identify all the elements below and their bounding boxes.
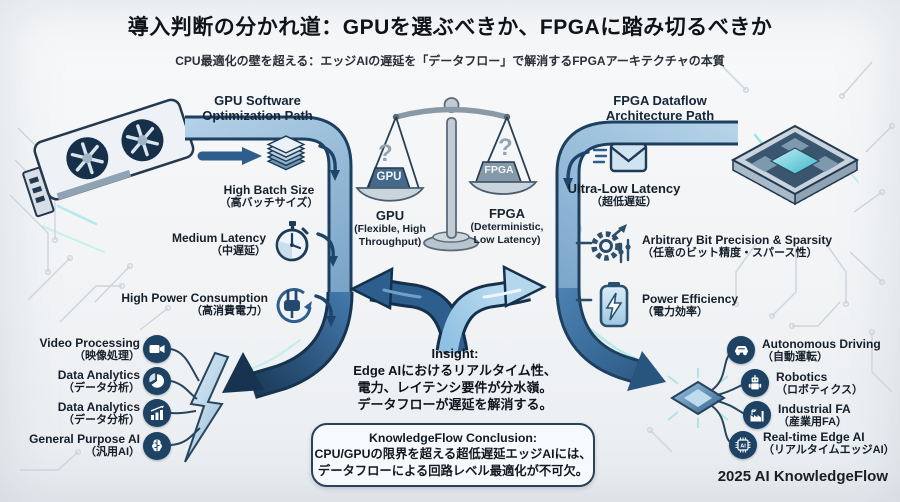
insight-block: Insight: Edge AIにおけるリアルタイム性、 電力、レイテンシ要件が… xyxy=(338,345,572,414)
conclusion-box: KnowledgeFlow Conclusion: CPU/GPUの限界を超える… xyxy=(311,423,595,487)
power-plug-icon xyxy=(270,283,314,327)
medium-latency-step-label: Medium Latency （中遅延） xyxy=(148,231,266,258)
fpga-question-mark: ? xyxy=(498,134,513,161)
gpu-scale-sub2: Throughput) xyxy=(358,235,422,248)
video-processing-en: Video Processing xyxy=(39,336,140,350)
high-power-en: High Power Consumption xyxy=(121,291,268,305)
fpga-scale-sub1: (Deterministic, xyxy=(470,221,544,233)
ai-chip-icon: AI xyxy=(729,431,757,459)
gpu-scale-name: GPU xyxy=(375,208,405,223)
data-analytics-2-label: Data Analytics （データ分析） xyxy=(30,400,140,427)
fast-mail-icon xyxy=(592,140,650,176)
conclusion-line1: CPU/GPUの限界を超える超低遅延エッジAIには、 xyxy=(314,447,592,462)
fpga-weight-label: FPGA xyxy=(484,164,514,176)
insight-line3: データフローが遅延を解消する。 xyxy=(357,397,553,413)
ultra-low-latency-ja: （超低遅延） xyxy=(591,196,657,209)
gpu-weight-label: GPU xyxy=(376,171,402,183)
robotics-ja: （ロボティクス） xyxy=(776,384,864,397)
fpga-path-label-line2: Architecture Path xyxy=(605,108,715,124)
fpga-path-label-line1: FPGA Dataflow xyxy=(613,93,707,108)
battery-icon xyxy=(597,280,631,330)
gpu-path-label-line2: Optimization Path xyxy=(202,108,313,124)
high-power-ja: （高消費電力） xyxy=(191,305,268,318)
fpga-scale-sub2: Low Latency) xyxy=(473,233,541,246)
robot-icon xyxy=(741,369,769,397)
fpga-path-label: FPGA Dataflow Architecture Path xyxy=(590,93,730,124)
industrial-fa-ja: （産業用FA） xyxy=(778,416,848,429)
bit-precision-ja: （任意のビット精度・スパース性） xyxy=(642,247,818,260)
general-ai-ja: （汎用AI） xyxy=(85,446,140,459)
ai-chip-icon-label: AI xyxy=(740,443,746,449)
robotics-en: Robotics xyxy=(776,370,828,384)
autonomous-driving-label: Autonomous Driving （自動運転） xyxy=(762,337,897,364)
fork-arrows xyxy=(349,264,547,355)
brain-icon xyxy=(143,432,171,460)
gpu-path-label: GPU Software Optimization Path xyxy=(190,93,325,124)
bit-precision-step-label: Arbitrary Bit Precision & Sparsity （任意のビ… xyxy=(642,233,857,260)
insight-title: Insight: xyxy=(431,346,479,361)
gpu-card-illustration xyxy=(22,98,195,218)
power-efficiency-step-label: Power Efficiency （電力効率） xyxy=(642,292,802,319)
high-batch-en: High Batch Size xyxy=(223,183,315,197)
ultra-low-latency-step-label: Ultra-Low Latency （超低遅延） xyxy=(558,181,690,209)
car-icon xyxy=(727,336,755,364)
realtime-edge-ai-en: Real-time Edge AI xyxy=(763,430,865,444)
video-processing-label: Video Processing （映像処理） xyxy=(30,336,140,363)
autonomous-driving-ja: （自動運転） xyxy=(762,351,828,364)
fpga-scale-sub: (Deterministic, Low Latency) xyxy=(457,221,557,246)
diamond-node xyxy=(667,368,729,428)
data-analytics-2-en: Data Analytics xyxy=(57,400,140,414)
realtime-edge-ai-label: Real-time Edge AI （リアルタイムエッジAI） xyxy=(763,430,900,457)
general-ai-label: General Purpose AI （汎用AI） xyxy=(18,432,140,459)
industrial-fa-en: Industrial FA xyxy=(778,402,851,416)
page-subtitle: CPU最適化の壁を超える：エッジAIの遅延を「データフロー」で解消するFPGAア… xyxy=(175,54,725,68)
gear-tuning-icon xyxy=(586,220,636,270)
lightning-bolt-shape xyxy=(184,351,230,463)
fpga-chip-illustration xyxy=(730,124,860,206)
batch-stack-icon xyxy=(264,134,308,178)
bit-precision-en: Arbitrary Bit Precision & Sparsity xyxy=(642,233,833,247)
gpu-path-label-line1: GPU Software xyxy=(214,93,301,108)
robotics-label: Robotics （ロボティクス） xyxy=(776,370,900,397)
fpga-scale-name: FPGA xyxy=(488,206,526,221)
insight-line1: Edge AIにおけるリアルタイム性、 xyxy=(353,363,557,379)
power-efficiency-ja: （電力効率） xyxy=(642,306,708,319)
credit-text: 2025 AI KnowledgeFlow xyxy=(717,468,888,485)
high-batch-ja: （高バッチサイズ） xyxy=(219,197,319,210)
bar-chart-icon xyxy=(143,399,171,427)
video-camera-icon xyxy=(143,335,171,363)
video-processing-ja: （映像処理） xyxy=(74,350,140,363)
conclusion-line2: データフローによる回路レベル最適化が不可欠。 xyxy=(317,463,589,478)
medium-latency-ja: （中遅延） xyxy=(211,245,266,258)
data-analytics-1-en: Data Analytics xyxy=(57,368,140,382)
autonomous-driving-en: Autonomous Driving xyxy=(762,337,881,351)
pie-chart-icon xyxy=(143,367,171,395)
gpu-question-mark: ? xyxy=(378,140,393,167)
realtime-edge-ai-ja: （リアルタイムエッジAI） xyxy=(763,444,895,457)
high-batch-step-label: High Batch Size （高バッチサイズ） xyxy=(198,183,340,210)
power-efficiency-en: Power Efficiency xyxy=(642,292,739,306)
data-analytics-1-label: Data Analytics （データ分析） xyxy=(30,368,140,395)
general-ai-en: General Purpose AI xyxy=(29,432,140,446)
insight-line2: 電力、レイテンシ要件が分水嶺。 xyxy=(357,380,553,396)
gpu-scale-sub1: (Flexible, High xyxy=(354,223,426,235)
gpu-flow-arrow xyxy=(185,115,354,399)
high-power-step-label: High Power Consumption （高消費電力） xyxy=(116,291,268,318)
industrial-fa-label: Industrial FA （産業用FA） xyxy=(778,402,900,429)
factory-icon xyxy=(743,401,771,429)
page-title: 導入判断の分かれ道：GPUを選ぶべきか、FPGAに踏み切るべきか xyxy=(127,16,773,39)
gpu-scale-sub: (Flexible, High Throughput) xyxy=(340,223,440,248)
data-analytics-2-ja: （データ分析） xyxy=(63,414,140,427)
stopwatch-icon xyxy=(270,219,314,265)
data-analytics-1-ja: （データ分析） xyxy=(63,382,140,395)
medium-latency-en: Medium Latency xyxy=(171,231,266,245)
conclusion-title: KnowledgeFlow Conclusion: xyxy=(368,431,538,445)
ultra-low-latency-en: Ultra-Low Latency xyxy=(567,181,681,196)
